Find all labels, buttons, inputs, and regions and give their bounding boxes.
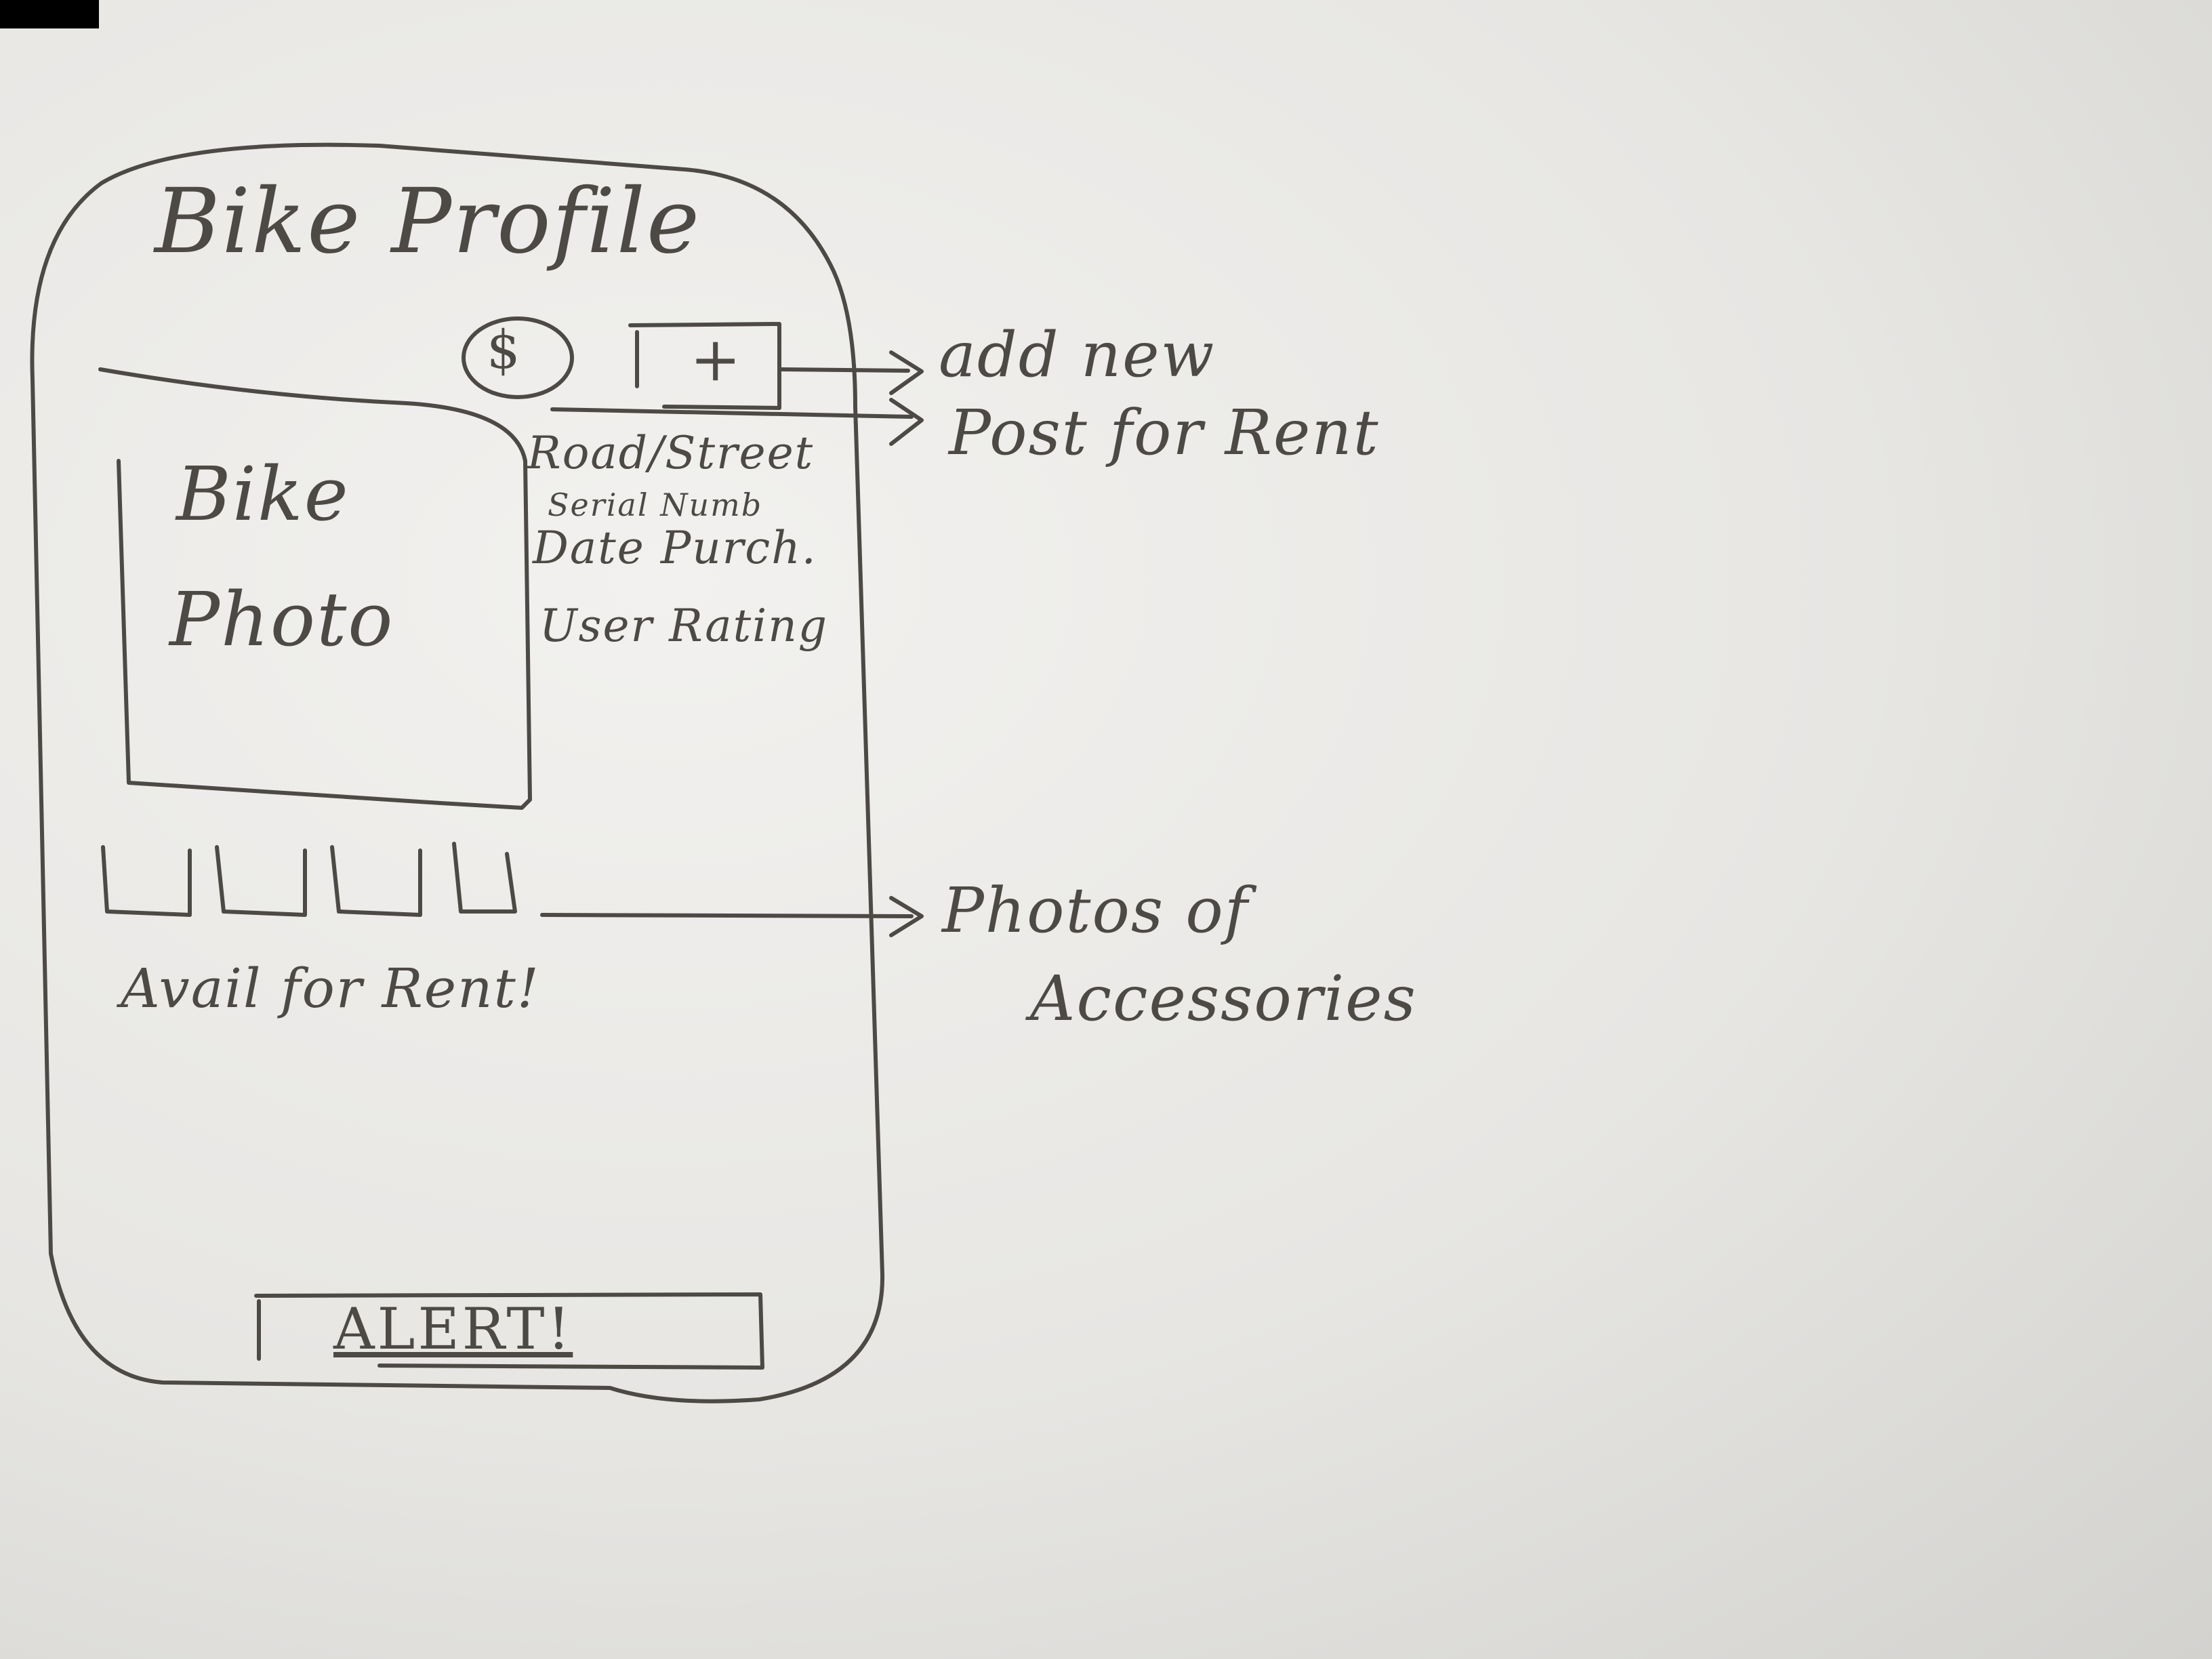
bike-photo-frame [98,367,532,810]
accessory-thumbnail[interactable] [217,844,306,917]
phone-frame [30,142,885,1404]
arrow-add-new [777,350,924,395]
accessory-thumbnail[interactable] [453,844,518,917]
annotation-post-for-rent: Post for Rent [949,396,1380,469]
annotation-photos-of: Photos of [942,874,1249,947]
bike-photo[interactable] [115,380,529,806]
accessory-thumbnail[interactable] [332,844,422,917]
accessory-thumbnail[interactable] [103,844,191,917]
annotation-add-new: add new [939,319,1216,391]
rent-dollar-icon: $ [487,320,522,381]
bike-photo-label-line2: Photo [169,576,394,663]
add-icon-box [628,322,781,410]
rent-icon-circle [462,316,574,399]
alert-button[interactable] [256,1294,763,1369]
alert-button-frame [254,1292,764,1370]
add-new-button[interactable] [630,324,779,408]
accessory-thumb-4 [452,842,517,914]
arrow-accessories [540,896,924,937]
bike-photo-label-line1: Bike [176,451,350,537]
accessory-thumb-1 [101,845,192,917]
availability-status: Avail for Rent! [121,957,540,1020]
date-purchased-text: Date Purch. [533,522,817,574]
plus-icon: + [690,324,743,395]
accessory-thumb-3 [330,845,422,917]
arrow-post-for-rent [550,398,924,446]
serial-number-text: Serial Numb [548,487,763,523]
page-title: Bike Profile [155,169,701,274]
accessory-thumb-2 [215,845,307,917]
bike-type-text: Road/Street [527,427,815,479]
alert-button-label: ALERT! [333,1296,573,1362]
user-rating-text: User Rating [539,600,829,652]
annotation-accessories: Accessories [1030,962,1417,1035]
corner-mark [0,0,99,28]
